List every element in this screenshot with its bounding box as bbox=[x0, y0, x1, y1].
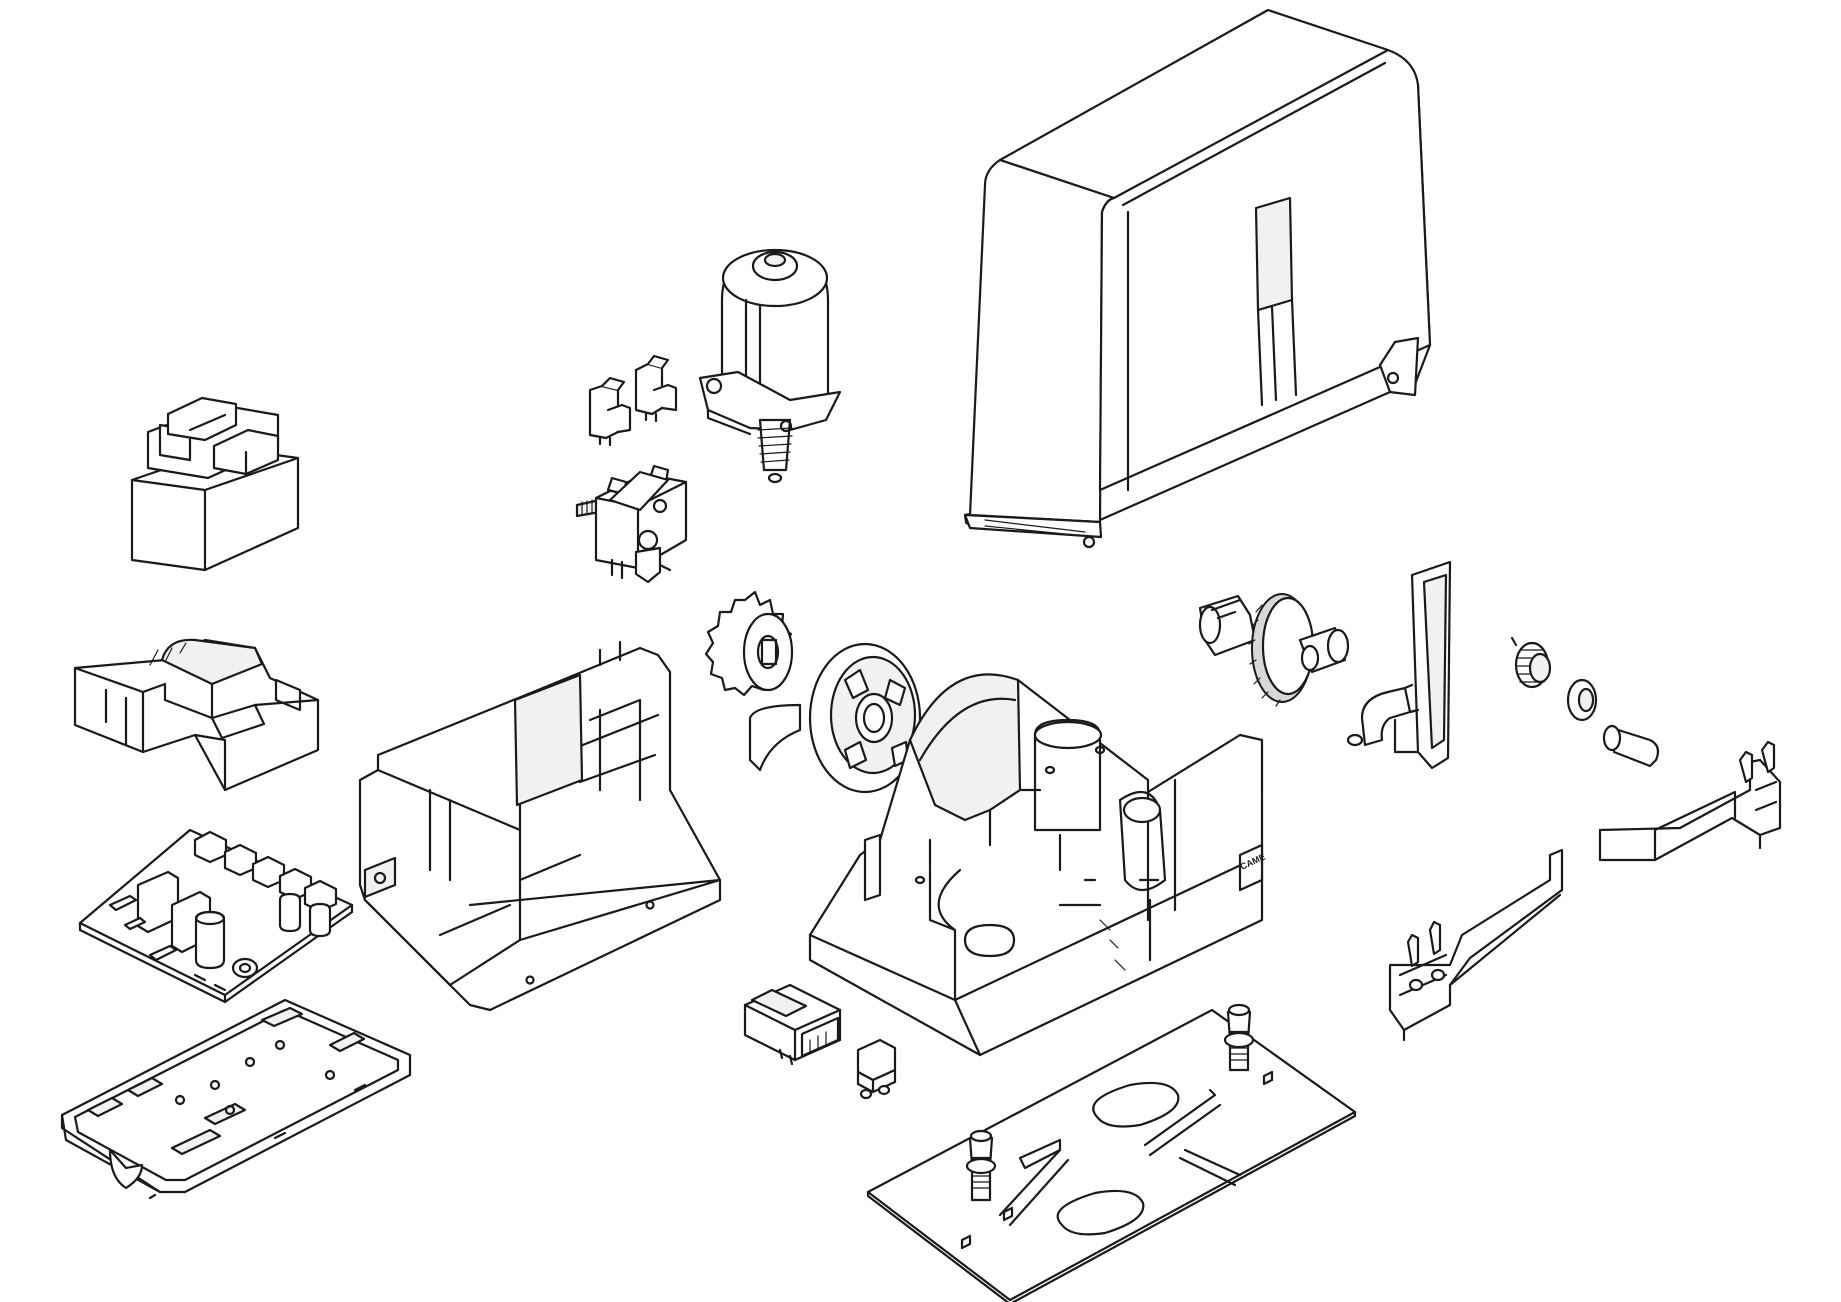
gearbox-base-icon: CAME bbox=[808, 673, 1267, 1057]
flange-icon bbox=[748, 642, 922, 794]
circuit-board-icon bbox=[78, 828, 354, 1004]
transformer-icon bbox=[130, 396, 300, 572]
lever-icon bbox=[1346, 560, 1452, 770]
microswitch-icon bbox=[588, 354, 678, 447]
shaft-gear-icon bbox=[1198, 593, 1350, 707]
bracket-tray-icon bbox=[60, 998, 412, 1200]
cover-housing-icon bbox=[963, 8, 1432, 549]
receiver-module-icon bbox=[743, 983, 842, 1066]
connector-icon bbox=[856, 1038, 897, 1100]
gear-icon bbox=[704, 590, 794, 697]
board-cover-icon bbox=[73, 638, 320, 792]
anchor-plate-icon bbox=[866, 1003, 1357, 1302]
frame-icon bbox=[358, 640, 722, 1012]
lock-icon bbox=[1510, 636, 1660, 768]
motor-icon bbox=[698, 248, 842, 484]
limit-switch-icon bbox=[575, 464, 688, 584]
limit-bracket-icon bbox=[1598, 740, 1782, 862]
terminal-block-icon bbox=[193, 830, 338, 913]
limit-bracket-icon bbox=[1388, 848, 1564, 1042]
